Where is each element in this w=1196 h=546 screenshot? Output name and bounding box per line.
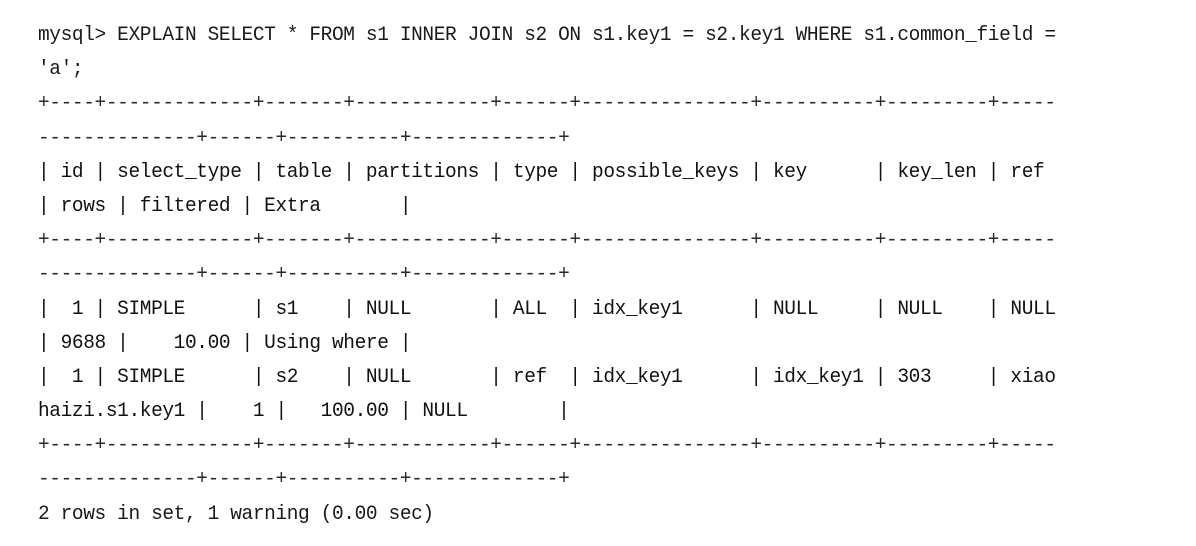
status-message: 2 rows in set, 1 warning (0.00 sec)	[38, 502, 434, 526]
command-line-continuation: 'a';	[38, 58, 84, 82]
table-border-top: +----+-------------+-------+------------…	[38, 92, 1056, 116]
table-row-wrap: | 9688 | 10.00 | Using where |	[38, 331, 412, 355]
table-border-bottom-wrap: --------------+------+----------+-------…	[38, 468, 570, 492]
table-header-row: | id | select_type | table | partitions …	[38, 160, 1045, 184]
table-border-header-wrap: --------------+------+----------+-------…	[38, 263, 570, 287]
table-row: | 1 | SIMPLE | s1 | NULL | ALL | idx_key…	[38, 297, 1056, 321]
table-border-bottom: +----+-------------+-------+------------…	[38, 434, 1056, 458]
command-line: mysql> EXPLAIN SELECT * FROM s1 INNER JO…	[38, 24, 1056, 47]
table-header-row-wrap: | rows | filtered | Extra |	[38, 194, 412, 218]
table-border-top-wrap: --------------+------+----------+-------…	[38, 126, 570, 150]
table-row: | 1 | SIMPLE | s2 | NULL | ref | idx_key…	[38, 365, 1056, 389]
table-border-header: +----+-------------+-------+------------…	[38, 229, 1056, 253]
table-row-wrap: haizi.s1.key1 | 1 | 100.00 | NULL |	[38, 400, 570, 424]
